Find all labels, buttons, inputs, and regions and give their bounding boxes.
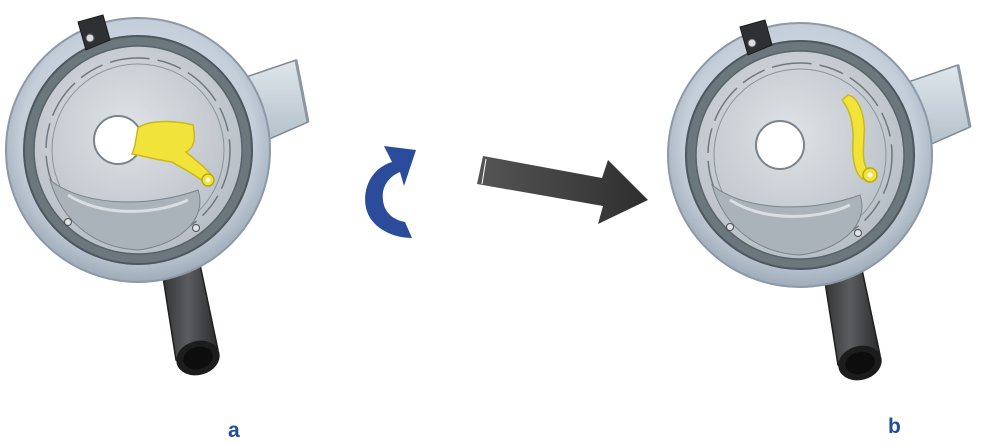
right-arrow-icon <box>476 156 648 224</box>
panel-a-lid <box>6 15 308 380</box>
rotate-clockwise-icon <box>365 146 416 238</box>
panel-b-lid <box>668 20 970 385</box>
panel-a-caption: a <box>228 420 240 441</box>
panel-b-caption: b <box>888 416 901 437</box>
